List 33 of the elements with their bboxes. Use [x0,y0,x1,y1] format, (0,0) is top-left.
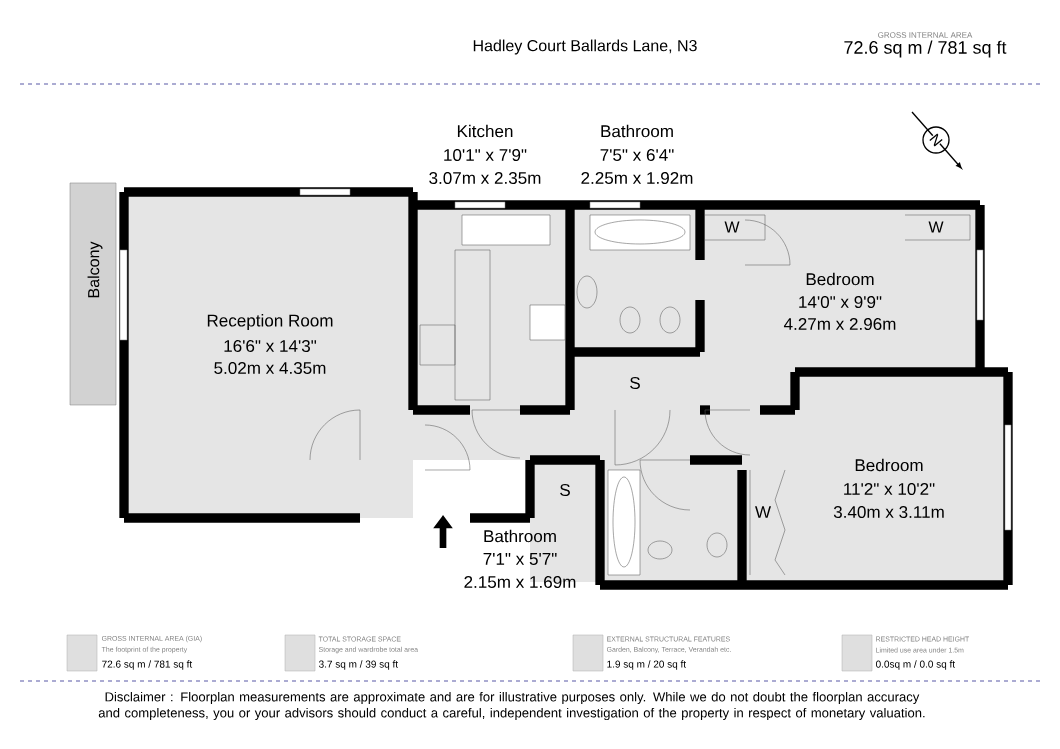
room-name: Bedroom [855,458,923,472]
wardrobe-label: W [755,506,771,518]
legend-value: 3.7 sq m / 39 sq ft [319,660,398,670]
legend-value: 0.0sq m / 0.0 sq ft [876,660,955,670]
room-dimensions: 14'0" x 9'9" [799,295,882,309]
room-dimensions: 16'6" x 14'3" [224,339,317,353]
room-dimensions: 3.40m x 3.11m [833,505,944,519]
room-dimensions: 11'2" x 10'2" [844,482,935,496]
room-dimensions: 7'1" x 5'7" [483,553,557,565]
room-dimensions: 7'5" x 6'4" [600,148,674,162]
wardrobe-label: W [928,221,944,233]
disclaimer-text: Disclaimer : Floorplan measurements are approximate and are for illustrative purposes only. While we do not doubt the floorplan accuracy and completeness, you or your advisors should conduct a careful, independent investigation of the property in respect of monetary valuation. [98,691,925,721]
room-dimensions: 3.07m x 2.35m [429,171,541,185]
room-name: Bedroom [806,272,874,286]
room-dimensions: 2.15m x 1.69m [464,575,576,589]
legend-value: 72.6 sq m / 781 sq ft [102,660,193,670]
room-name: Bathroom [601,124,673,138]
room-dimensions: 2.25m x 1.92m [581,171,693,185]
area-heading: GROSS INTERNAL AREA [878,32,973,38]
room-dimensions: 4.27m x 2.96m [783,317,896,331]
balcony-label: Balcony [87,241,103,298]
room-name: Reception Room [207,314,333,330]
room-dimensions: 5.02m x 4.35m [214,361,326,375]
room-name: Kitchen [457,124,513,138]
room-name: Bathroom [484,529,556,543]
room-dimensions: 10'1" x 7'9" [444,148,527,162]
storage-label: S [560,483,570,497]
wardrobe-label: W [724,221,740,233]
compass-letter: N [928,132,944,148]
plan-title: Hadley Court Ballards Lane, N3 [473,39,697,55]
area-value: 72.6 sq m / 781 sq ft [844,40,1007,58]
storage-label: S [630,376,640,390]
legend-value: 1.9 sq m / 20 sq ft [607,660,686,670]
